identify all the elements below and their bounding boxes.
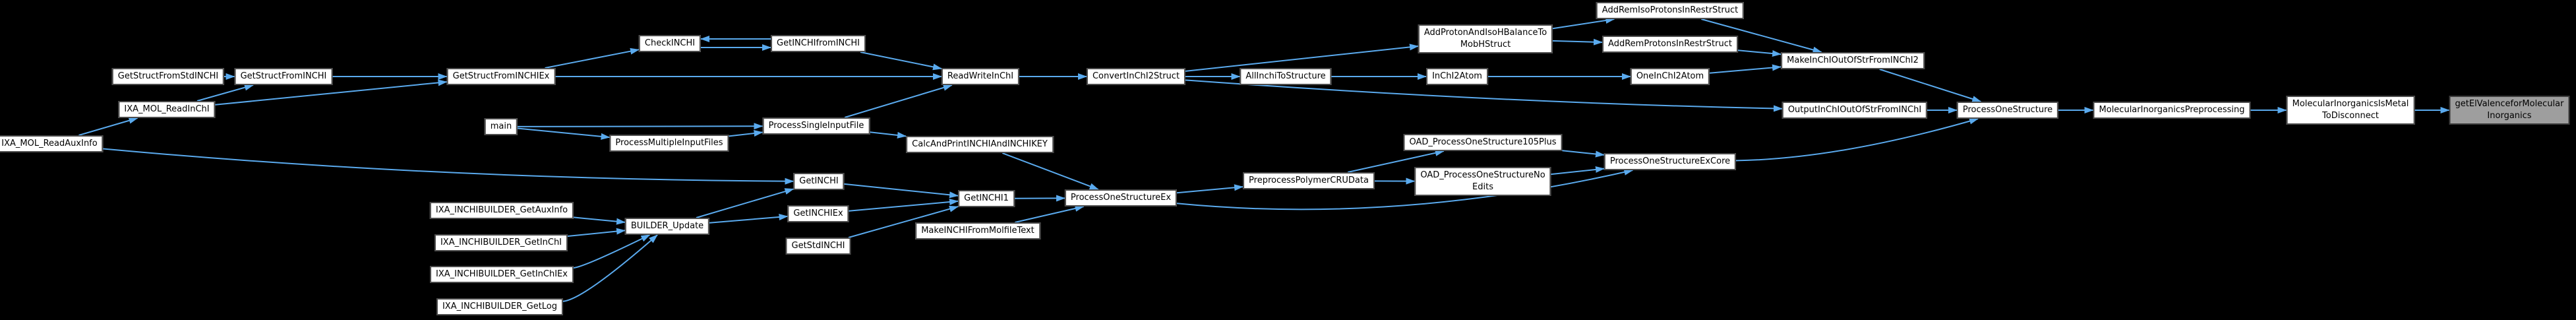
edge-GetINCHI-to-GetINCHI1 [844,183,959,199]
edge-BUILDER_Update-to-GetINCHI [696,188,794,218]
node-IXA_INCHIBUILDER_GetInChIEx[interactable]: IXA_INCHIBUILDER_GetInChIEx [430,266,574,283]
node-GetStructFromINCHIEx[interactable]: GetStructFromINCHIEx [446,68,556,85]
node-AddProtonAndIsoHBalanceToMobHStruct[interactable]: AddProtonAndIsoHBalanceTo MobHStruct [1418,24,1553,53]
edge-GetINCHIfromINCHI-to-ReadWriteInChI [860,51,942,71]
edge-IXA_MOL_ReadInChI-to-GetStructFromINCHI [196,84,254,102]
node-AllInchiToStructure[interactable]: AllInchiToStructure [1240,68,1332,85]
node-IXA_MOL_ReadAuxInfo[interactable]: IXA_MOL_ReadAuxInfo [0,135,104,152]
node-GetStructFromINCHI[interactable]: GetStructFromINCHI [234,68,333,85]
node-MolecularInorganicsPreprocessing[interactable]: MolecularInorganicsPreprocessing [2093,102,2251,119]
node-MakeINCHIFromMolfileText[interactable]: MakeINCHIFromMolfileText [915,222,1040,240]
node-GetINCHIEx[interactable]: GetINCHIEx [787,205,849,222]
node-OneInChI2Atom[interactable]: OneInChI2Atom [1630,68,1710,85]
node-CheckINCHI[interactable]: CheckINCHI [638,35,702,52]
edge-ProcessOneStructureEx-to-PreprocessPolymerCRUData [1176,184,1243,194]
node-ProcessSingleInputFile[interactable]: ProcessSingleInputFile [762,117,870,135]
edge-PreprocessPolymerCRUData-to-OAD_ProcessOneStructure105Plus [1347,149,1445,173]
edge-IXA_INCHIBUILDER_GetAuxInfo-to-BUILDER_Update [573,216,626,225]
edge-ProcessSingleInputFile-to-ReadWriteInChI [844,84,953,118]
edge-IXA_INCHIBUILDER_GetInChIEx-to-BUILDER_Update [573,234,651,269]
node-MolecularInorganicsIsMetalToDisconnect[interactable]: MolecularInorganicsIsMetal ToDisconnect [2286,96,2415,125]
node-ProcessOneStructureEx[interactable]: ProcessOneStructureEx [1064,189,1178,207]
node-IXA_INCHIBUILDER_GetInChI[interactable]: IXA_INCHIBUILDER_GetInChI [434,234,568,251]
node-IXA_MOL_ReadInChI[interactable]: IXA_MOL_ReadInChI [118,101,216,118]
node-getElValenceforMolecularInorganics[interactable]: getElValenceforMolecular Inorganics [2449,96,2570,125]
edge-main-to-ProcessMultipleInputFiles [517,127,611,140]
edge-MakeINCHIFromMolfileText-to-ProcessOneStructureEx [1015,205,1085,223]
node-OutputInChIOutOfStrFromINChI[interactable]: OutputInChIOutOfStrFromINChI [1782,102,1928,119]
edge-ConvertInChI2Struct-to-OutputInChIOutOfStrFromINChI [1185,79,1783,112]
edge-MakeInChIOutOfStrFromINChI2-to-ProcessOneStructure [1879,69,1982,102]
edge-OAD_ProcessOneStructureNoEdits-to-ProcessOneStructureExCore [1551,166,1605,176]
node-GetINCHIfromINCHI[interactable]: GetINCHIfromINCHI [771,35,866,52]
edge-ProcessOneStructureExCore-to-ProcessOneStructure [1735,117,1979,162]
edge-AddProtonAndIsoHBalanceToMobHStruct-to-AddRemProtonsInRestrStruct [1552,38,1603,46]
edge-IXA_MOL_ReadInChI-to-GetStructFromINCHIEx [215,79,448,106]
node-GetINCHI1[interactable]: GetINCHI1 [958,190,1015,207]
node-AddRemIsoProtonsInRestrStruct[interactable]: AddRemIsoProtonsInRestrStruct [1596,2,1745,19]
node-MakeInChIOutOfStrFromINChI2[interactable]: MakeInChIOutOfStrFromINChI2 [1781,52,1925,69]
edge-AddProtonAndIsoHBalanceToMobHStruct-to-AddRemIsoProtonsInRestrStruct [1552,17,1615,30]
edge-AddRemProtonsInRestrStruct-to-MakeInChIOutOfStrFromINChI2 [1737,49,1782,57]
edge-AddRemIsoProtonsInRestrStruct-to-MakeInChIOutOfStrFromINChI2 [1701,18,1822,53]
node-AddRemProtonsInRestrStruct[interactable]: AddRemProtonsInRestrStruct [1602,36,1738,53]
node-GetINCHI[interactable]: GetINCHI [793,173,845,190]
edge-BUILDER_Update-to-GetINCHIEx [709,213,789,224]
node-OAD_ProcessOneStructureNoEdits[interactable]: OAD_ProcessOneStructureNo Edits [1414,167,1551,196]
edge-ProcessOneStructureEx-to-ProcessOneStructureExCore [1176,169,1634,210]
node-OAD_ProcessOneStructure105Plus[interactable]: OAD_ProcessOneStructure105Plus [1403,134,1563,151]
edge-OAD_ProcessOneStructure105Plus-to-ProcessOneStructureExCore [1562,150,1605,158]
edge-IXA_MOL_ReadAuxInfo-to-IXA_MOL_ReadInChI [78,117,138,136]
node-ProcessMultipleInputFiles[interactable]: ProcessMultipleInputFiles [609,135,729,152]
node-main[interactable]: main [484,118,518,135]
edge-ProcessMultipleInputFiles-to-ProcessSingleInputFile [729,130,764,137]
node-IXA_INCHIBUILDER_GetAuxInfo[interactable]: IXA_INCHIBUILDER_GetAuxInfo [429,202,574,219]
edge-ProcessSingleInputFile-to-CalcAndPrintINCHIAndINCHIKEY [870,131,907,139]
edge-IXA_INCHIBUILDER_GetInChI-to-BUILDER_Update [567,228,626,237]
node-ConvertInChI2Struct[interactable]: ConvertInChI2Struct [1086,68,1186,85]
node-BUILDER_Update[interactable]: BUILDER_Update [624,218,710,235]
edge-main-to-ProcessSingleInputFile [517,123,764,130]
node-GetStdINCHI[interactable]: GetStdINCHI [785,238,851,255]
node-InChI2Atom[interactable]: InChI2Atom [1426,68,1488,85]
edge-IXA_MOL_ReadAuxInfo-to-GetINCHI [103,148,794,185]
node-ProcessOneStructureExCore[interactable]: ProcessOneStructureExCore [1603,153,1737,170]
node-PreprocessPolymerCRUData[interactable]: PreprocessPolymerCRUData [1243,172,1375,189]
edge-GetINCHIEx-to-GetINCHI1 [849,199,959,212]
node-ProcessOneStructure[interactable]: ProcessOneStructure [1956,102,2059,119]
node-GetStructFromStdINCHI[interactable]: GetStructFromStdINCHI [111,68,225,85]
node-ReadWriteInChI[interactable]: ReadWriteInChI [941,68,1020,85]
node-CalcAndPrintINCHIAndINCHIKEY[interactable]: CalcAndPrintINCHIAndINCHIKEY [906,136,1054,153]
node-IXA_INCHIBUILDER_GetLog[interactable]: IXA_INCHIBUILDER_GetLog [436,298,564,315]
edge-GetStdINCHI-to-GetINCHI1 [848,205,959,238]
edge-ConvertInChI2Struct-to-AddProtonAndIsoHBalanceToMobHStruct [1185,44,1419,72]
edge-CalcAndPrintINCHIAndINCHIKEY-to-ProcessOneStructureEx [1002,152,1099,190]
edge-OneInChI2Atom-to-MakeInChIOutOfStrFromINChI2 [1709,64,1782,74]
edge-GetStructFromINCHIEx-to-CheckINCHI [545,48,640,69]
edge-IXA_INCHIBUILDER_GetLog-to-BUILDER_Update [562,234,658,302]
